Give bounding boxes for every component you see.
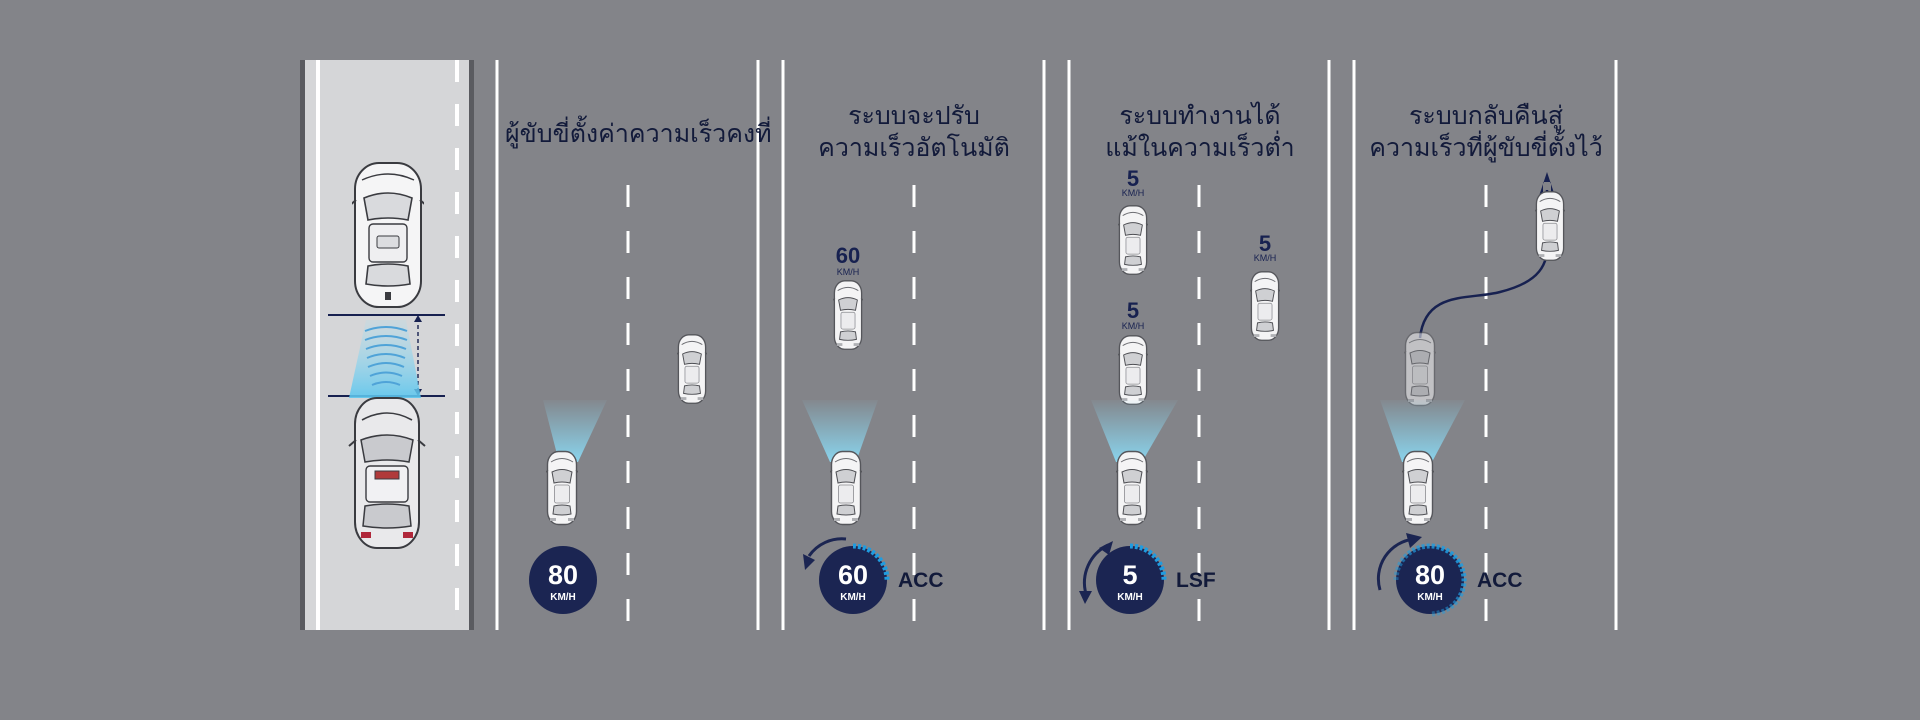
speed-up-arrow	[1376, 537, 1415, 591]
car-ahead	[677, 334, 707, 404]
lane-change-path	[1418, 239, 1550, 339]
sensor-beam	[1091, 400, 1178, 462]
mode-label-panel-4: ACC	[1477, 569, 1523, 592]
car-speed-unit: KM/H	[1254, 253, 1277, 263]
sensor-beam	[1380, 400, 1465, 462]
car-speed-value: 5	[1259, 231, 1271, 256]
radar-waves	[364, 326, 408, 386]
panel-4-title: ระบบกลับคืนสู่ ความเร็วที่ผู้ขับขี่ตั้งไ…	[1369, 101, 1603, 162]
panel-2: 60 KM/H 60 KM/H	[802, 243, 890, 614]
own-car-detailed	[348, 397, 426, 549]
speed-gauge	[1396, 546, 1464, 614]
car-ghost	[1404, 331, 1436, 407]
speed-gauge	[1096, 546, 1164, 614]
own-car	[1402, 450, 1434, 526]
detail-road	[300, 60, 474, 630]
car-speed-unit: KM/H	[1122, 321, 1145, 331]
car-speed-value: 60	[836, 243, 860, 268]
car-speed-value: 5	[1127, 166, 1139, 191]
car-speed-unit: KM/H	[837, 267, 860, 277]
car-ahead-middle	[1118, 335, 1148, 405]
speed-gauge	[819, 546, 887, 614]
slow-down-arrow	[807, 537, 847, 557]
own-car	[830, 450, 862, 526]
gauge-unit: KM/H	[550, 592, 576, 603]
car-right-lane	[1250, 271, 1280, 341]
gauge-value: 60	[838, 560, 868, 590]
gauge-value: 80	[1415, 560, 1445, 590]
own-car	[1116, 450, 1148, 526]
panel-1-title: ผู้ขับขี่ตั้งค่าความเร็วคงที่	[505, 119, 772, 148]
panel-3: 5 KM/H 5 KM/H 5 KM/H 5 KM/H	[1079, 166, 1280, 614]
gauge-value: 5	[1122, 560, 1137, 590]
sensor-beam	[802, 400, 878, 462]
car-ahead	[833, 280, 863, 350]
car-speed-unit: KM/H	[1122, 188, 1145, 198]
mode-label-panel-3: LSF	[1176, 569, 1216, 592]
gauge-unit: KM/H	[1117, 592, 1143, 603]
gauge-unit: KM/H	[840, 592, 866, 603]
gauge-value: 80	[548, 560, 578, 590]
panel-2-title: ระบบจะปรับ ความเร็วอัตโนมัติ	[818, 101, 1010, 162]
car-returning	[1535, 191, 1565, 261]
panel-4: 80 KM/H	[1376, 172, 1565, 617]
front-car-outline	[352, 162, 424, 308]
car-speed-value: 5	[1127, 298, 1139, 323]
sensor-beam	[543, 400, 607, 462]
mode-label-panel-2: ACC	[898, 569, 944, 592]
own-car	[546, 450, 578, 526]
panel-1: 80 KM/H	[529, 334, 707, 614]
panel-3-title: ระบบทำงานได้ แม้ในความเร็วต่ำ	[1105, 101, 1295, 162]
gauge-unit: KM/H	[1417, 592, 1443, 603]
car-ahead-top	[1118, 205, 1148, 275]
lane-markings	[495, 60, 1618, 630]
speed-gauge	[529, 546, 597, 614]
